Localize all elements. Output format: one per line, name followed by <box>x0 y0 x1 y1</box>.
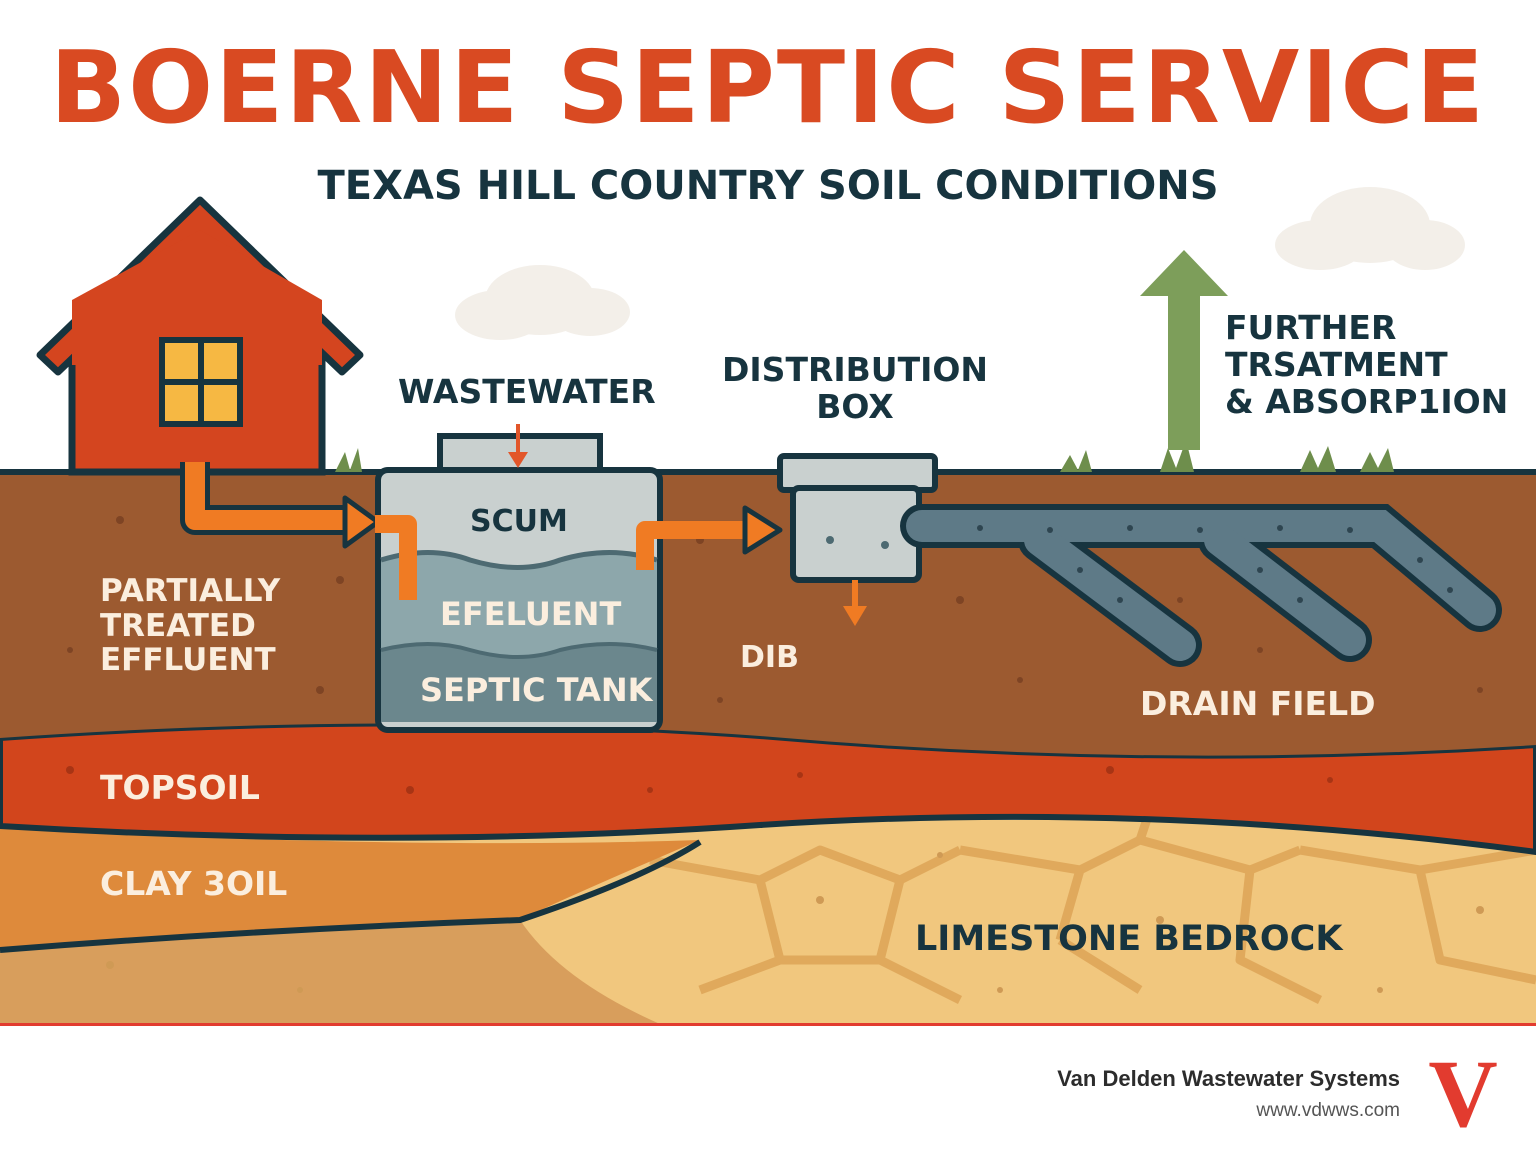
label-limestone-bedrock: LIMESTONE BEDROCK <box>915 919 1343 959</box>
page-subtitle: TEXAS HILL COUNTRY SOIL CONDITIONS <box>317 163 1219 209</box>
flow-arrow-icon <box>342 495 381 549</box>
clay-lower-layer <box>0 920 660 1024</box>
limestone-speckles <box>106 852 1484 993</box>
clay-outline <box>0 839 702 953</box>
label-topsoil: TOPSOIL <box>100 768 260 807</box>
label-further-treatment: FURTHER TRSATMENT & ABSORP1ION <box>1225 308 1509 421</box>
topsoil-speckles <box>66 766 1333 794</box>
tank-inlet-pipe <box>375 515 417 600</box>
page-title: BOERNE SEPTIC SERVICE <box>49 29 1487 146</box>
label-partially-treated: PARTIALLY TREATED EFFLUENT <box>100 573 281 679</box>
label-wastewater: WASTEWATER <box>398 372 656 411</box>
cloud-icon <box>455 265 630 340</box>
label-scum: SCUM <box>470 504 568 539</box>
arrow-down-icon <box>843 580 867 626</box>
cloud-icon <box>1275 187 1465 270</box>
label-disperse-fragment: DIB <box>740 640 799 675</box>
distribution-box <box>777 453 938 583</box>
company-url[interactable]: www.vdwws.com <box>1256 1100 1400 1121</box>
label-distribution-box: DISTRIBUTION BOX <box>722 350 989 426</box>
logo-v-icon: V <box>1428 1040 1497 1147</box>
window-icon <box>159 337 243 427</box>
company-name: Van Delden Wastewater Systems <box>1057 1066 1400 1091</box>
label-clay-soil: CLAY 3OIL <box>100 864 288 903</box>
footer-divider <box>0 1023 1536 1026</box>
house-icon <box>36 196 364 476</box>
inlet-pipe-fill <box>185 462 350 530</box>
flow-arrow-icon <box>742 505 783 555</box>
label-effluent: EFELUENT <box>440 595 622 633</box>
label-drain-field: DRAIN FIELD <box>1140 684 1376 723</box>
outlet-pipe <box>636 521 750 570</box>
arrow-down-icon <box>508 424 528 468</box>
label-septic-tank: SEPTIC TANK <box>420 671 653 709</box>
pipe-perforations <box>977 525 1453 603</box>
drain-field-pipes <box>900 504 1502 667</box>
septic-tank <box>375 433 663 733</box>
arrow-up-icon <box>1140 250 1228 450</box>
